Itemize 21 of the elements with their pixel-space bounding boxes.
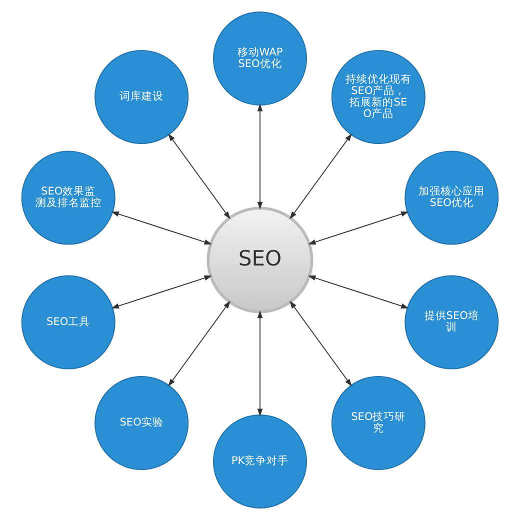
node-circle: SEO实验 (94, 376, 189, 470)
node-circle: 持续优化现有SEO产品，拓展新的SEO产品 (331, 50, 426, 144)
arrow (111, 275, 212, 309)
node-circle: SEO技巧研究 (331, 376, 426, 470)
node-circle: 加强核心应用SEO优化 (404, 150, 499, 245)
arrow (168, 133, 230, 220)
arrow (257, 310, 263, 416)
node-circle: PK竞争对手 (213, 414, 307, 508)
node-circle: SEO效果监测及排名监控 (21, 150, 116, 245)
arrow (257, 104, 263, 210)
node-circle: 提供SEO培训 (404, 275, 499, 370)
node-circle: SEO (206, 206, 314, 314)
arrow (290, 133, 352, 220)
arrow (308, 211, 409, 245)
node-circle: 词库建设 (94, 50, 189, 144)
node-circle: SEO工具 (21, 275, 116, 370)
node-circle: 移动WAP SEO优化 (213, 12, 307, 106)
arrow (111, 211, 212, 245)
arrow (290, 300, 352, 387)
arrow (308, 275, 409, 309)
arrow (168, 300, 230, 387)
